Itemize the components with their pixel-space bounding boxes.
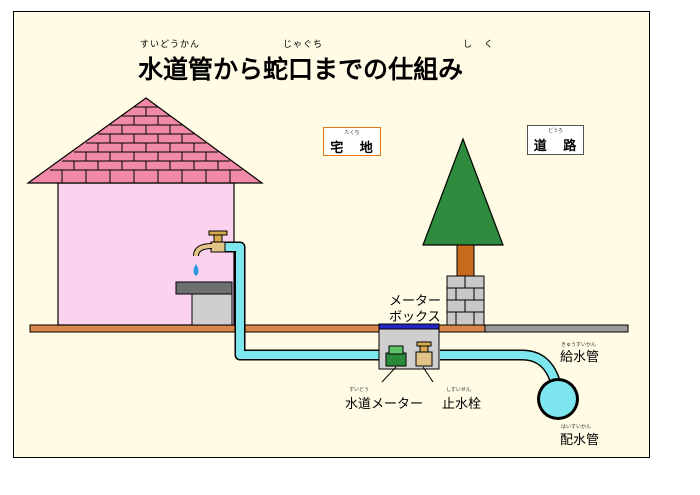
- residential-sign-label: 宅 地: [330, 141, 379, 156]
- water-drop-icon: [193, 264, 199, 276]
- distribution-pipe-ruby: はいすいかん: [561, 424, 592, 430]
- water-meter-label: 水道メーター: [345, 397, 424, 412]
- leader-lines: [381, 366, 434, 383]
- roof-bricks: [50, 106, 242, 183]
- faucet-icon: [193, 230, 228, 276]
- ground-road: [484, 324, 629, 333]
- sink: [175, 281, 233, 326]
- stone-wall: [446, 275, 485, 326]
- page-title: 水道管から蛇口までの仕組み: [138, 50, 463, 86]
- residential-sign-ruby: たくち: [344, 130, 360, 136]
- title-seg-5: 仕組: [388, 55, 439, 84]
- distribution-pipe-label: 配水管: [560, 433, 600, 448]
- tree-trunk: [456, 244, 475, 278]
- stop-valve-label: 止水栓: [442, 397, 482, 412]
- title-seg-3: 蛇口: [263, 55, 314, 84]
- stop-valve-ruby: しすいせん: [446, 387, 471, 393]
- service-pipe-ruby: きゅうすいかん: [561, 342, 597, 348]
- meter-box-label-line1: メーター: [389, 294, 442, 309]
- title-seg-4: までの: [313, 55, 389, 84]
- title-seg-6: み: [438, 55, 464, 84]
- tree: [422, 137, 504, 326]
- title-ruby-jaguchi: じゃぐち: [283, 40, 324, 50]
- title-seg-2: から: [213, 55, 264, 84]
- distribution-pipe: [537, 378, 579, 420]
- house-roof: [26, 97, 264, 184]
- service-pipe: [222, 241, 562, 386]
- road-sign: どうろ 道 路: [527, 125, 584, 155]
- house: [26, 97, 264, 326]
- road-sign-label: 道 路: [533, 139, 583, 154]
- meter-box: [378, 323, 440, 370]
- title-seg-1: 水道管: [138, 55, 214, 84]
- road-sign-ruby: どうろ: [547, 128, 563, 134]
- stop-valve-icon: [415, 341, 433, 367]
- water-meter-ruby: すいどう: [349, 387, 370, 393]
- title-ruby-shiku: しく: [463, 40, 506, 50]
- meter-box-label-line2: ボックス: [389, 310, 441, 325]
- service-pipe-label: 給水管: [560, 350, 600, 365]
- residential-sign: たくち 宅 地: [323, 127, 381, 156]
- title-ruby-suidoukan: すいどうかん: [140, 40, 201, 50]
- water-meter-icon: [385, 345, 407, 367]
